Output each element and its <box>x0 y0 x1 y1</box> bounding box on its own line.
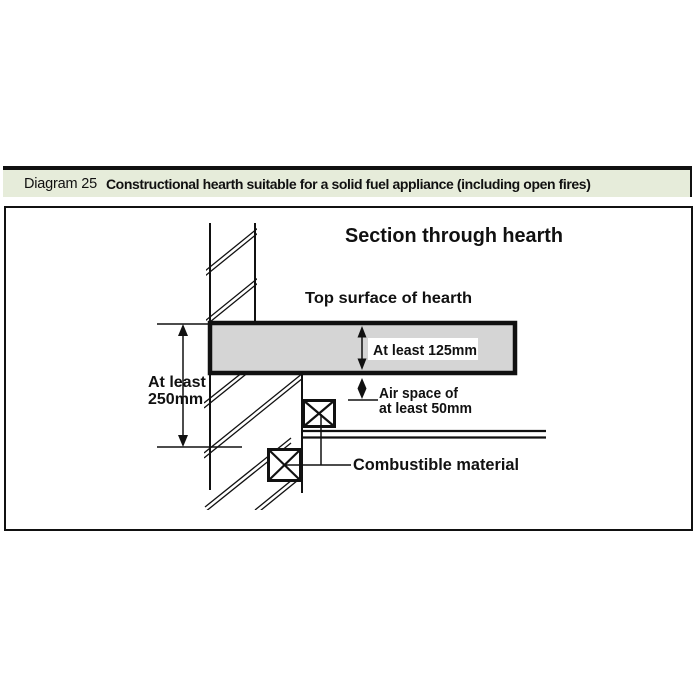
up-arrowhead <box>357 326 367 338</box>
wall-hatching-lower <box>204 375 303 510</box>
diagram-panel: At least 125mm Section through hearth To… <box>4 206 693 531</box>
diagram-number: Diagram 25 <box>24 175 97 192</box>
combustible-label: Combustible material <box>353 456 519 474</box>
down-arrowhead <box>178 435 188 447</box>
up-arrowhead <box>357 378 367 389</box>
combustible-box-lower <box>267 448 302 482</box>
section-title: Section through hearth <box>345 225 563 247</box>
top-surface-label: Top surface of hearth <box>305 290 472 307</box>
combustible-box-upper <box>302 399 336 428</box>
dimension-125mm: At least 125mm <box>357 326 478 370</box>
down-arrowhead <box>357 358 367 370</box>
diagram-title: Constructional hearth suitable for a sol… <box>105 175 591 192</box>
down-arrowhead <box>357 388 367 399</box>
floor-lines <box>301 429 546 439</box>
air-space-dimension <box>348 378 378 401</box>
hearth-thickness-label: At least 125mm <box>373 343 477 359</box>
label-background <box>368 338 478 360</box>
dimension-250mm <box>157 323 242 448</box>
hearth-section-drawing: At least 125mm Section through hearth To… <box>148 223 563 510</box>
wall-below-hearth <box>204 375 303 510</box>
hearth-depth-label-line2: 250mm <box>148 391 203 408</box>
hearth-depth-label-line1: At least <box>148 374 206 391</box>
air-space-label-line2: at least 50mm <box>379 401 472 417</box>
leader-line <box>285 414 351 466</box>
air-space-label-line1: Air space of <box>379 386 458 402</box>
up-arrowhead <box>178 324 188 336</box>
diagram-header: Diagram 25 Constructional hearth suitabl… <box>3 166 692 197</box>
wall-hatching-upper <box>206 227 257 322</box>
